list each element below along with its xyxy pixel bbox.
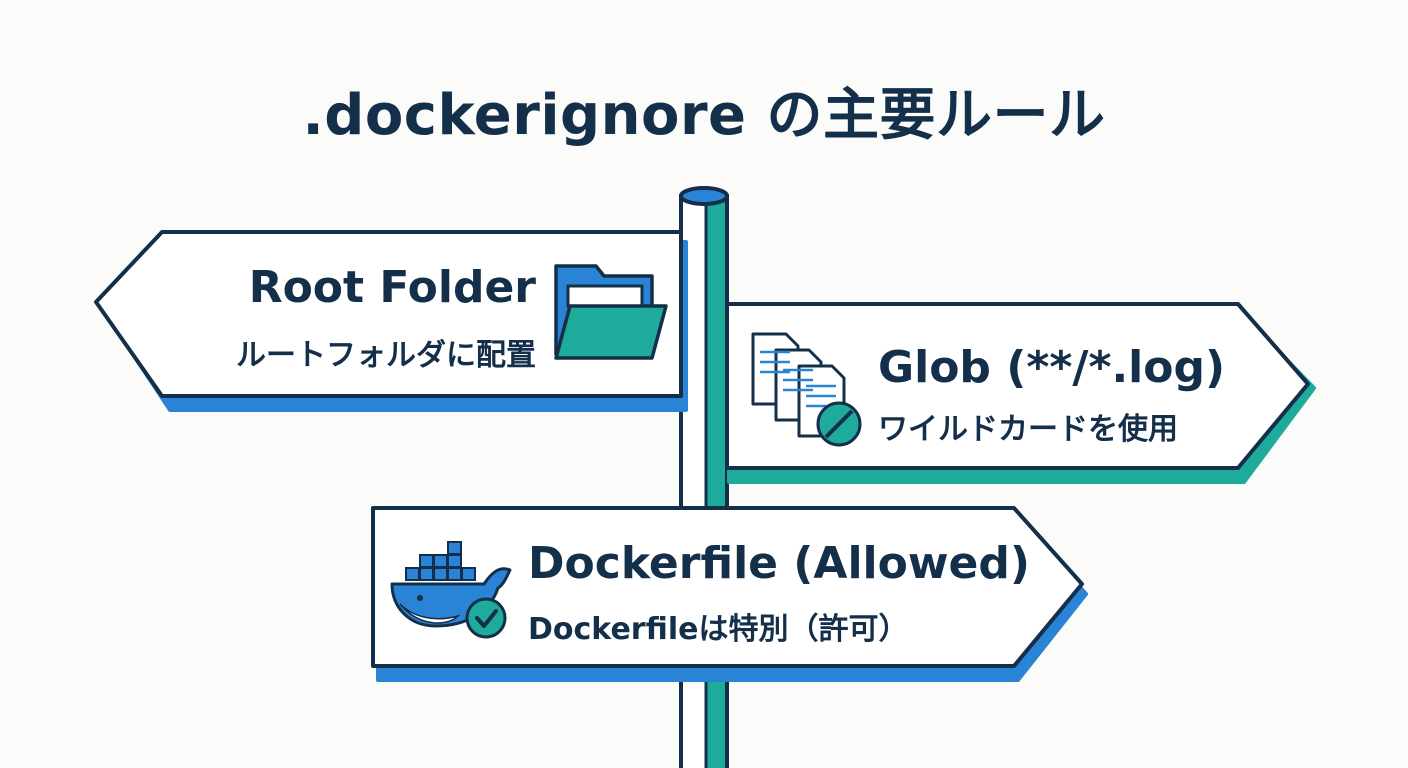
glob-label: Glob (**/*.log)	[878, 342, 1226, 393]
sign-dockerfile	[371, 506, 1088, 682]
dockerfile-sublabel: Dockerfileは特別（許可）	[528, 612, 909, 647]
root-folder-label: Root Folder	[248, 262, 536, 313]
glob-sublabel: ワイルドカードを使用	[878, 412, 1178, 447]
root-folder-sublabel: ルートフォルダに配置	[236, 338, 536, 373]
folder-icon	[554, 264, 668, 360]
docker-whale-check-icon	[390, 541, 512, 639]
documents-blocked-icon	[751, 332, 862, 447]
page-title: .dockerignore の主要ルール	[302, 83, 1106, 148]
sign-root-folder	[94, 230, 688, 412]
sign-glob	[725, 302, 1316, 484]
dockerfile-label: Dockerfile (Allowed)	[528, 538, 1030, 589]
